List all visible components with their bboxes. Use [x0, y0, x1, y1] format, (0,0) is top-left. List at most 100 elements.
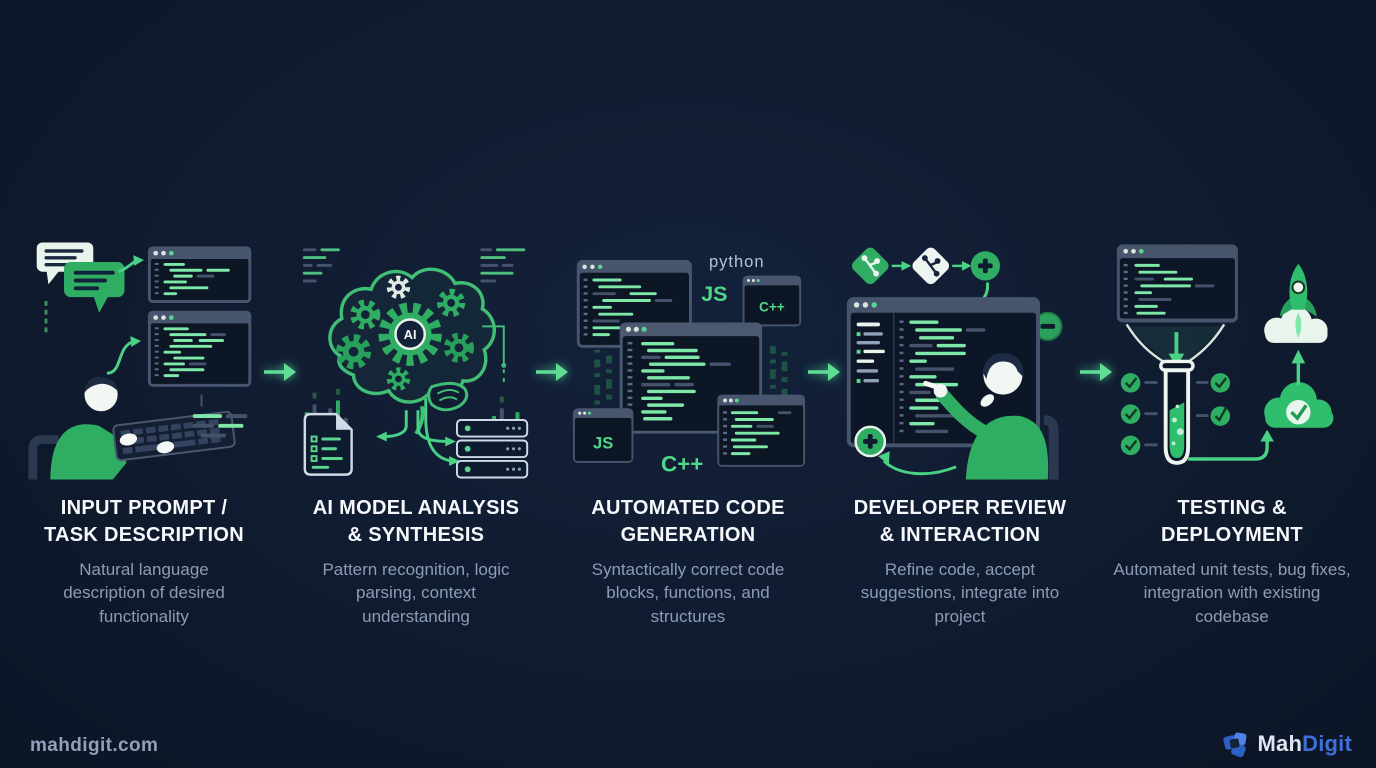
flow-arrow [535, 240, 569, 385]
gear-icon [436, 288, 466, 318]
gear-icon [336, 334, 372, 370]
matrix-dashes [594, 345, 788, 405]
checklist-icon [1195, 373, 1231, 426]
arrow-right-icon [808, 363, 840, 381]
language-label-js: JS [701, 282, 727, 306]
code-window-icon [576, 260, 692, 348]
arrowhead [445, 436, 456, 447]
stage-title: TESTING & DEPLOYMENT [1161, 495, 1303, 549]
code-snippet [192, 394, 248, 438]
checklist-icon [1120, 373, 1158, 456]
gear-icon [443, 332, 475, 363]
flow-arrow [263, 240, 297, 385]
code-editor-icon [846, 297, 1040, 448]
stage-title: AI MODEL ANALYSIS & SYNTHESIS [313, 495, 520, 549]
stage-subtitle: Natural language description of desired … [63, 560, 225, 626]
stage-title: DEVELOPER REVIEW & INTERACTION [854, 495, 1067, 549]
language-label-cpp: C++ [759, 300, 785, 315]
code-window-icon [1116, 244, 1238, 323]
arrowhead [376, 431, 387, 442]
ai-brain-gears-icon: AI [328, 267, 496, 435]
curved-arrow-icon [106, 336, 142, 375]
git-branch-icon [912, 247, 950, 285]
language-label-python: python [709, 252, 765, 271]
hand [119, 433, 138, 446]
workflow-stages-row: INPUT PROMPT / TASK DESCRIPTION Natural l… [25, 240, 1351, 628]
mahdigit-logo-icon [1222, 732, 1246, 758]
developer-pointing-icon [923, 353, 1059, 480]
stage-ai-analysis: AI [297, 240, 535, 628]
document-checklist-icon [303, 412, 353, 476]
stage-subtitle: Pattern recognition, logic parsing, cont… [322, 560, 510, 626]
illustration-testing-deployment [1113, 240, 1351, 480]
code-window-icon: C++ [742, 275, 802, 327]
brand-text-mah: Mah [1257, 731, 1303, 756]
code-snippet [480, 248, 526, 283]
language-label-js: JS [593, 433, 613, 452]
illustration-code-generation: python JS C++ [569, 240, 807, 480]
minus-circle-icon [1033, 311, 1063, 341]
stage-title-line: TESTING & [1177, 497, 1287, 519]
branch-arrows [384, 398, 452, 463]
website-url: mahdigit.com [30, 735, 159, 756]
plus-circle-icon [970, 251, 1000, 281]
stage-title-line: TASK DESCRIPTION [44, 524, 244, 546]
stage-testing-deployment: TESTING & DEPLOYMENT Automated unit tests… [1113, 240, 1351, 628]
illustration-input-prompt [25, 240, 263, 480]
server-stack-icon [455, 419, 529, 479]
stage-title-line: AUTOMATED CODE [591, 497, 785, 519]
illustration-ai-analysis: AI [297, 240, 535, 480]
gear-icon [386, 275, 411, 300]
chat-bubble-icon [64, 261, 125, 313]
stage-title-line: & SYNTHESIS [347, 524, 485, 546]
brand-text-digit: Digit [1302, 731, 1352, 756]
stage-title: AUTOMATED CODE GENERATION [591, 495, 784, 549]
stage-title-line: INPUT PROMPT / [60, 497, 228, 519]
code-window-icon: JS [572, 408, 634, 463]
flow-arrow [807, 240, 841, 385]
curved-arrow-icon [118, 255, 144, 274]
curved-arrow-icon [878, 451, 957, 476]
gear-icon [350, 299, 381, 330]
rocket-launch-icon [1264, 263, 1328, 343]
stage-title-line: GENERATION [620, 524, 756, 546]
cloud-check-icon [1264, 381, 1334, 428]
arrow-up-icon [1291, 349, 1306, 385]
arrowhead [449, 456, 460, 466]
arrow-right-icon [952, 260, 972, 271]
stage-subtitle: Refine code, accept suggestions, integra… [860, 560, 1060, 626]
test-tube-icon [1159, 359, 1195, 465]
code-snippet [302, 248, 340, 283]
curved-arrow-icon [1188, 429, 1274, 461]
arrow-right-icon [264, 363, 296, 381]
stage-subtitle: Syntactically correct code blocks, funct… [591, 560, 785, 626]
ai-gear-icon: AI [378, 302, 442, 366]
stage-input-prompt: INPUT PROMPT / TASK DESCRIPTION Natural l… [25, 240, 263, 628]
stage-title-line: DEPLOYMENT [1161, 524, 1303, 546]
stage-developer-review: DEVELOPER REVIEW & INTERACTION Refine cod… [841, 240, 1079, 628]
stage-title-line: DEVELOPER REVIEW [853, 497, 1067, 519]
code-window-icon [717, 394, 806, 467]
stage-code-generation: python JS C++ [569, 240, 807, 628]
hand [156, 441, 175, 454]
illustration-developer-review [841, 240, 1079, 480]
language-label-cpp: C++ [661, 452, 703, 477]
dotted-line [44, 300, 48, 333]
gear-icon [386, 367, 411, 391]
editor-sidebar [856, 322, 885, 383]
ai-label: AI [404, 328, 417, 342]
code-window-icon [147, 310, 252, 387]
stage-title-line: & INTERACTION [879, 524, 1041, 546]
git-branch-icon [851, 247, 889, 285]
arrow-right-icon [1080, 363, 1112, 381]
arrow-right-icon [891, 260, 912, 271]
code-window-icon [147, 246, 252, 303]
plus-circle-icon [854, 425, 887, 458]
circuit-dot [501, 362, 507, 368]
arrow-right-icon [536, 363, 568, 381]
stage-subtitle: Automated unit tests, bug fixes, integra… [1113, 560, 1351, 626]
stage-title-line: AI MODEL ANALYSIS [312, 497, 520, 519]
person-typing-icon [28, 376, 127, 480]
